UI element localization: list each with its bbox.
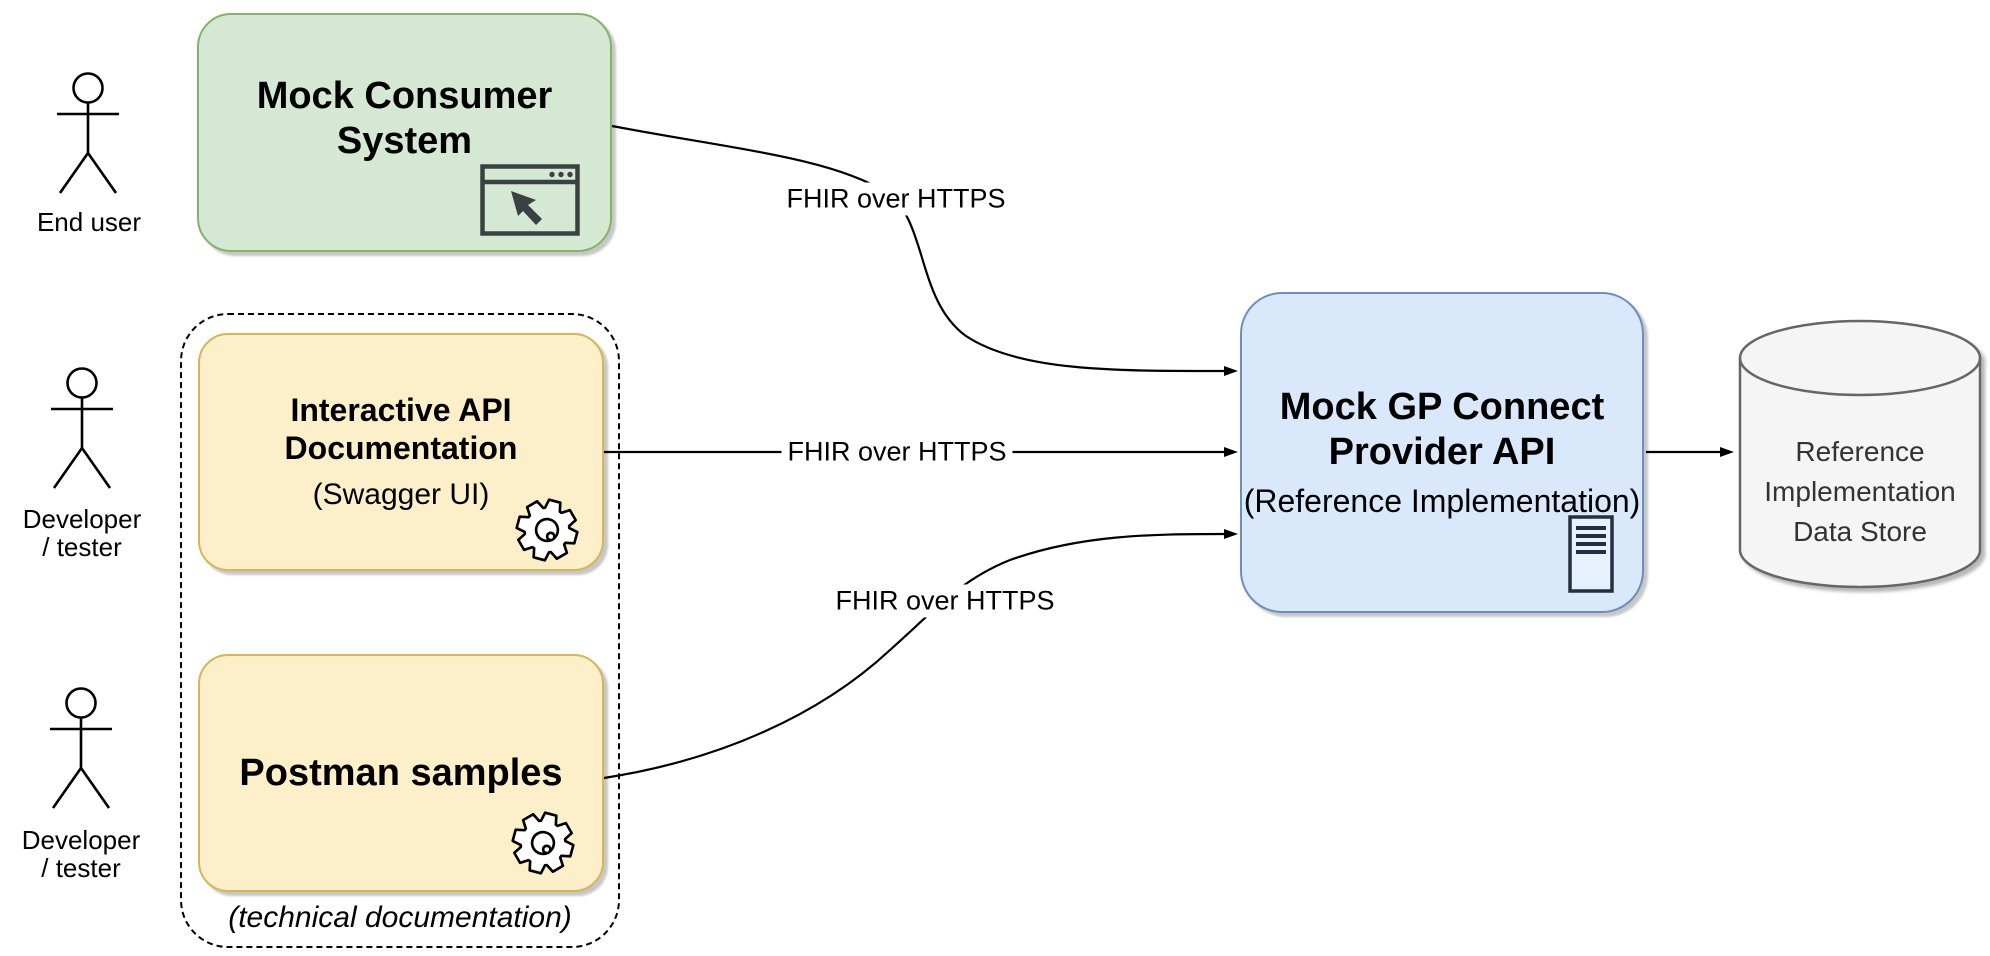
actor-label-end-user: End user xyxy=(36,207,142,237)
node-postman-samples: Postman samples xyxy=(198,654,604,892)
node-subtitle: (Reference Implementation) xyxy=(1243,483,1641,520)
node-subtitle: (Swagger UI) xyxy=(312,477,490,511)
node-title: Interactive API Documentation xyxy=(284,392,518,466)
actor-label-developer-tester: Developer / tester xyxy=(22,504,142,562)
person-icon xyxy=(50,687,112,809)
person-icon xyxy=(51,367,113,489)
node-interactive-api-documentation: Interactive API Documentation (Swagger U… xyxy=(198,333,604,571)
group-caption: (technical documentation) xyxy=(228,901,572,934)
node-title: Mock GP Connect Provider API xyxy=(1279,385,1605,473)
browser-window-icon xyxy=(480,164,580,236)
node-title: Postman samples xyxy=(239,751,563,794)
node-title: Mock Consumer System xyxy=(256,74,553,162)
node-mock-consumer-system: Mock Consumer System xyxy=(197,13,612,252)
person-icon xyxy=(57,72,119,194)
group-technical-documentation: (technical documentation) xyxy=(180,313,620,948)
gear-icon xyxy=(511,811,575,875)
server-icon xyxy=(1568,515,1614,593)
node-mock-gp-connect-provider-api: Mock GP Connect Provider API (Reference … xyxy=(1240,292,1644,613)
edge-postman-to-provider xyxy=(603,529,1238,780)
database-cylinder-icon xyxy=(1738,319,1982,589)
edge-label-fhir-over-https: FHIR over HTTPS xyxy=(780,182,1012,216)
actor-label-developer-tester: Developer / tester xyxy=(21,825,141,883)
edge-label-fhir-over-https: FHIR over HTTPS xyxy=(829,584,1061,618)
node-reference-implementation-data-store: Reference Implementation Data Store xyxy=(1764,436,1956,547)
gear-icon xyxy=(515,498,579,562)
edge-label-fhir-over-https: FHIR over HTTPS xyxy=(781,435,1013,469)
edge-consumer-to-provider xyxy=(611,124,1238,376)
